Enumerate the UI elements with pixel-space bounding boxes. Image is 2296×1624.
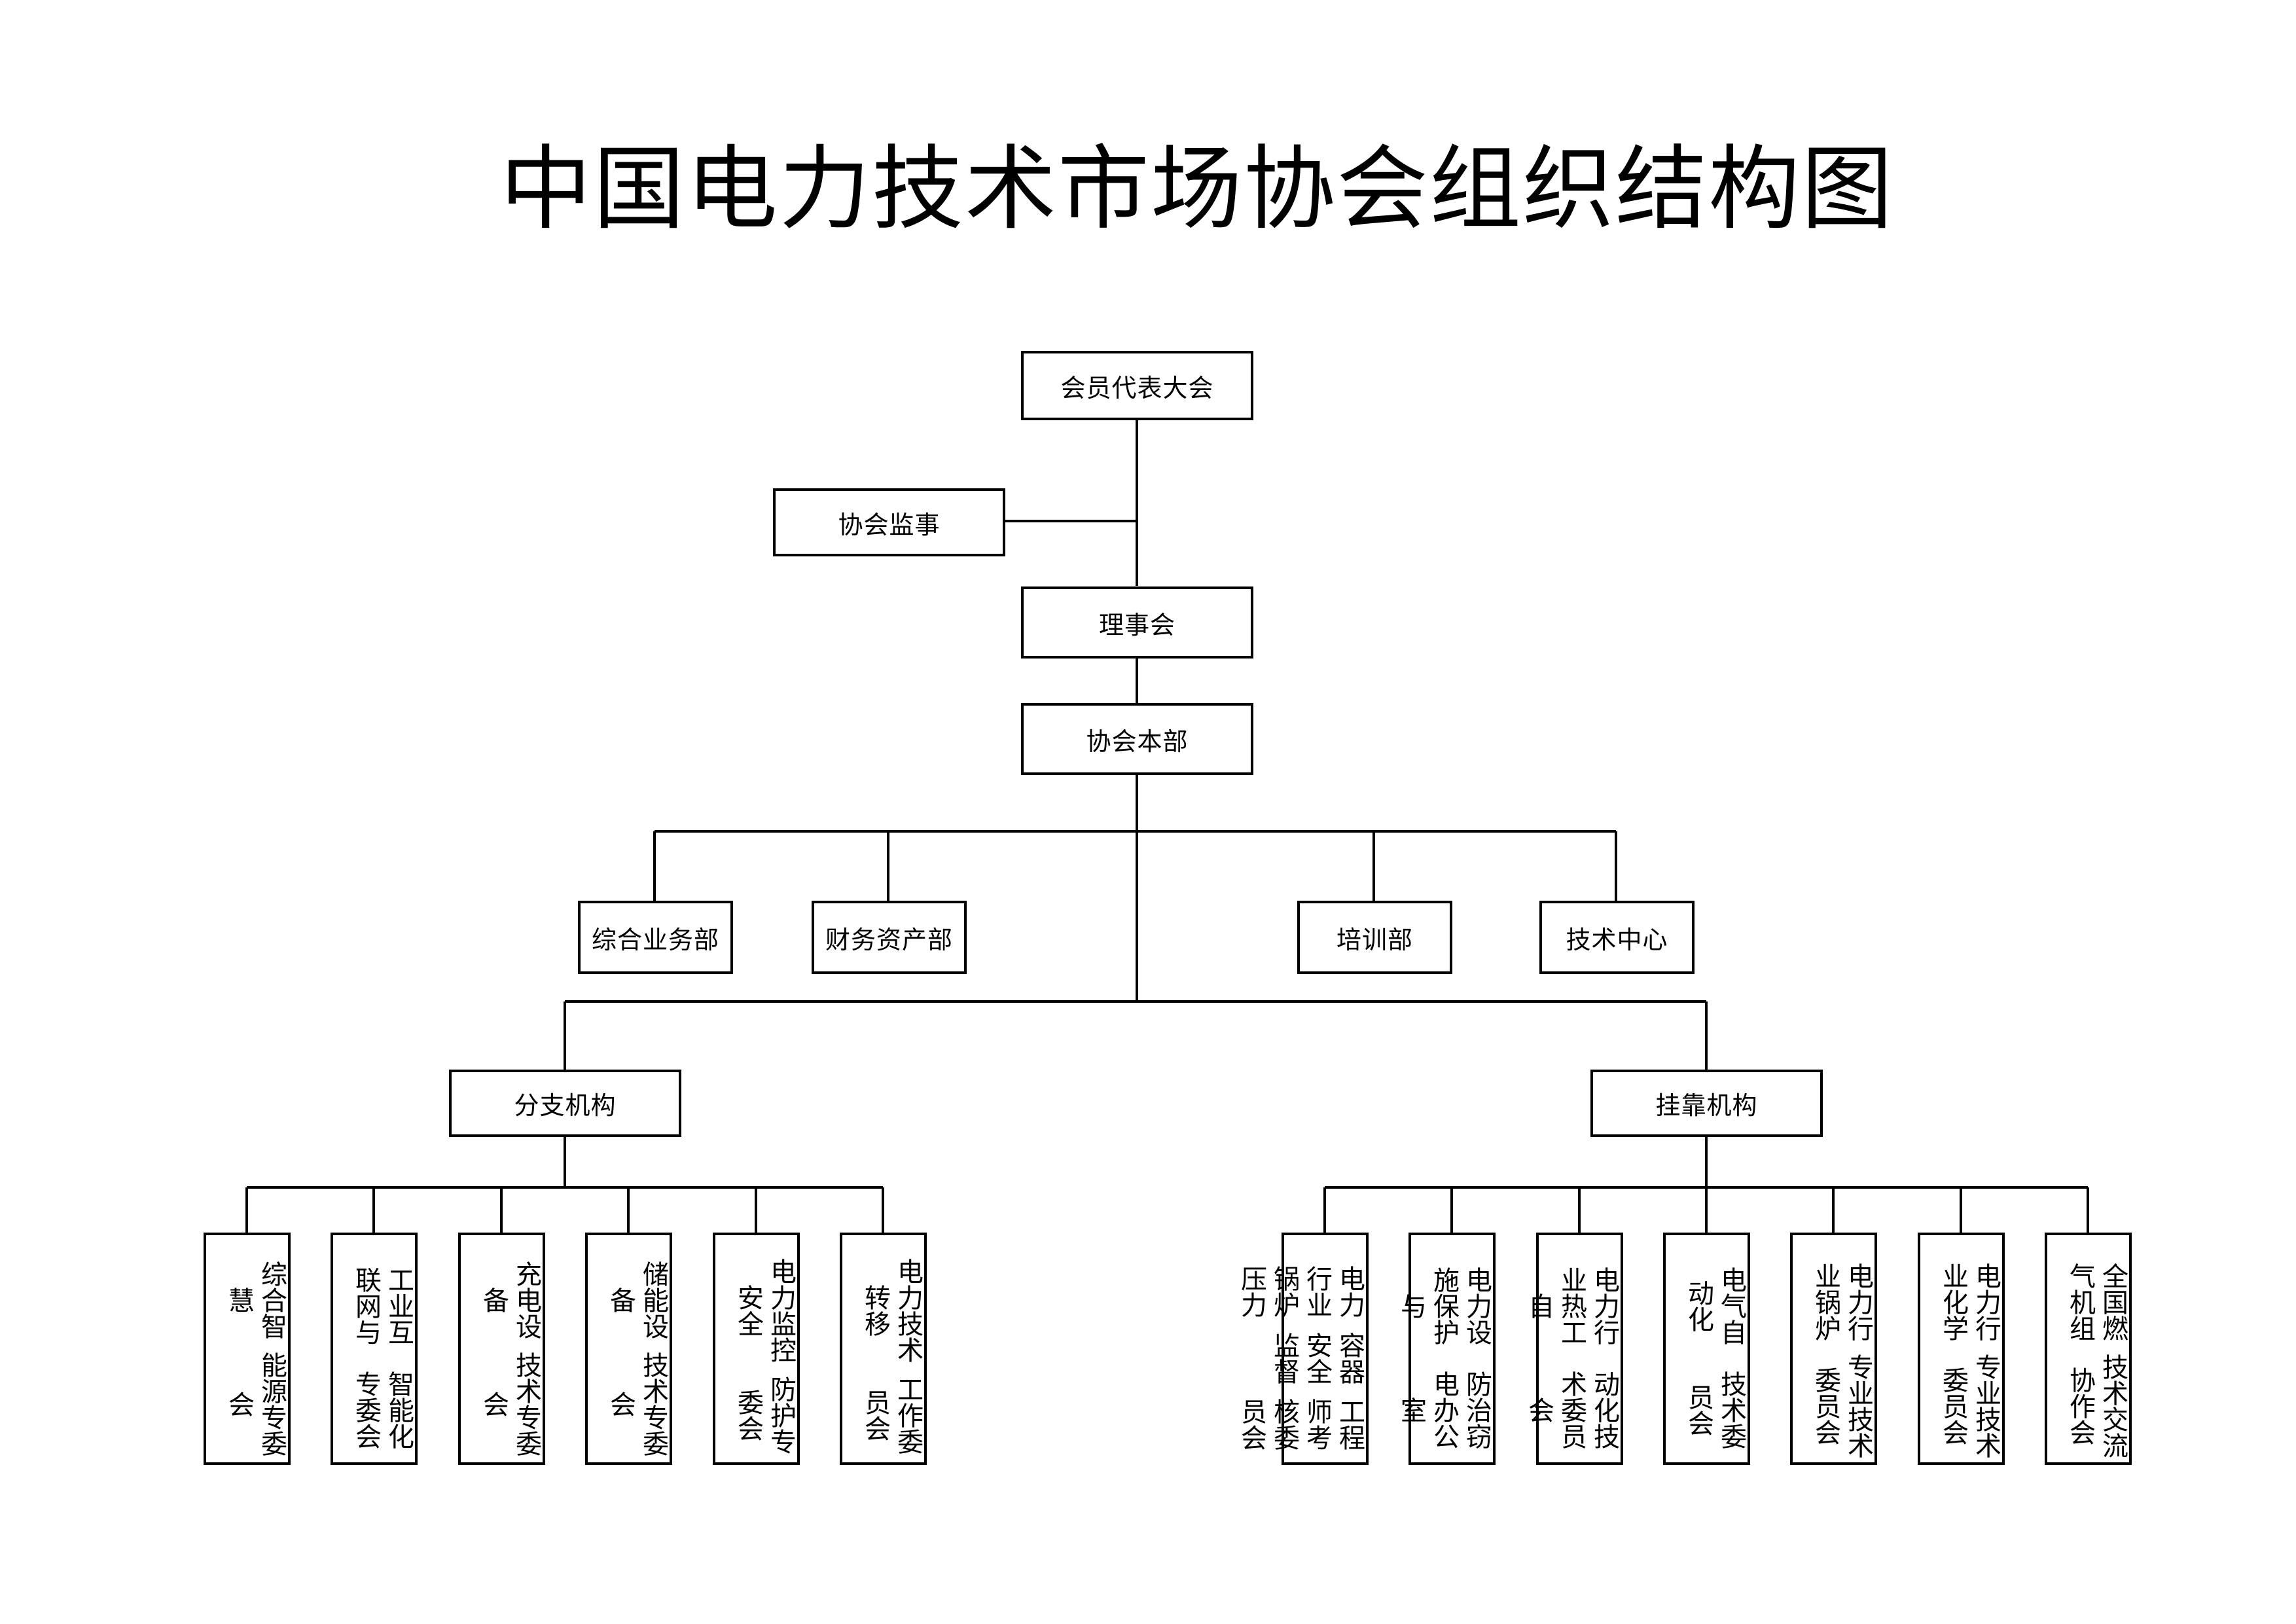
affiliate-committee-line: 专业技术委员会 bbox=[1938, 1354, 2001, 1459]
affiliate-committee-line: 技术交流协作会 bbox=[2065, 1354, 2128, 1459]
affiliate-committee-line: 工程师考核委员会 bbox=[1236, 1398, 1365, 1451]
branch-committee-line: 电力监控安全 bbox=[733, 1258, 796, 1363]
affiliate-committee-box: 电力行业锅炉 专业技术委员会 bbox=[1790, 1233, 1877, 1465]
affiliate-committee-box: 电力行业热工自 动化技术委员会 bbox=[1524, 1233, 1623, 1465]
affiliate-committee-line: 电力设施保护与 bbox=[1396, 1266, 1492, 1345]
branch-committee-box: 电力监控安全 防护专委会 bbox=[713, 1233, 800, 1465]
affiliate-committee-line: 防治窃电办公室 bbox=[1396, 1371, 1492, 1450]
affiliate-committee-box: 电气自动化 技术委员会 bbox=[1663, 1233, 1750, 1465]
branch-committee-line: 储能设备 bbox=[605, 1260, 668, 1339]
branches-box: 分支机构 bbox=[449, 1070, 681, 1137]
page-title: 中国电力技术市场协会组织结构图 bbox=[499, 136, 1894, 243]
affiliate-committee-line: 电力行业锅炉 bbox=[1810, 1262, 1873, 1341]
branch-committee-line: 电力技术转移 bbox=[860, 1258, 923, 1363]
affiliate-committee-box: 电力行业化学 专业技术委员会 bbox=[1918, 1233, 2005, 1465]
headquarters-box: 协会本部 bbox=[1021, 703, 1253, 775]
affiliate-committee-box: 电力设施保护与 防治窃电办公室 bbox=[1396, 1233, 1496, 1465]
affiliate-committee-box: 电力行业锅炉压力 容器安全监督 工程师考核委员会 bbox=[1236, 1233, 1369, 1465]
branch-committee-line: 充电设备 bbox=[478, 1260, 541, 1339]
branch-committee-line: 技术专委会 bbox=[605, 1352, 668, 1457]
branch-committee-line: 工作委员会 bbox=[860, 1375, 923, 1454]
affiliate-committee-line: 容器安全监督 bbox=[1269, 1331, 1365, 1384]
branch-committee-line: 防护专委会 bbox=[733, 1375, 796, 1454]
affiliate-committee-line: 电力行业锅炉压力 bbox=[1236, 1265, 1365, 1318]
affiliate-committee-line: 电力行业化学 bbox=[1938, 1262, 2001, 1341]
branch-committee-line: 综合智慧 bbox=[224, 1260, 287, 1339]
affiliate-committee-box: 全国燃气机组 技术交流协作会 bbox=[2045, 1233, 2132, 1465]
affiliate-committee-line: 电力行业热工自 bbox=[1524, 1266, 1619, 1345]
branch-committee-box: 电力技术转移 工作委员会 bbox=[840, 1233, 927, 1465]
council-box: 理事会 bbox=[1021, 586, 1253, 659]
branch-committee-box: 综合智慧 能源专委会 bbox=[204, 1233, 291, 1465]
general-assembly-box: 会员代表大会 bbox=[1021, 351, 1253, 420]
branch-committee-line: 技术专委会 bbox=[478, 1352, 541, 1457]
branch-committee-line: 智能化专委会 bbox=[351, 1371, 414, 1450]
affiliates-box: 挂靠机构 bbox=[1590, 1070, 1823, 1137]
branch-committee-box: 工业互联网与 智能化专委会 bbox=[331, 1233, 418, 1465]
branch-committee-box: 储能设备 技术专委会 bbox=[585, 1233, 672, 1465]
branch-committee-line: 能源专委会 bbox=[224, 1352, 287, 1457]
department-box: 综合业务部 bbox=[578, 901, 733, 974]
branch-committee-box: 充电设备 技术专委会 bbox=[458, 1233, 545, 1465]
affiliate-committee-line: 全国燃气机组 bbox=[2065, 1262, 2128, 1341]
affiliate-committee-line: 电气自动化 bbox=[1683, 1266, 1746, 1345]
affiliate-committee-line: 技术委员会 bbox=[1683, 1371, 1746, 1450]
affiliate-committee-line: 专业技术委员会 bbox=[1810, 1354, 1873, 1459]
supervisor-box: 协会监事 bbox=[773, 488, 1005, 556]
department-box: 培训部 bbox=[1297, 901, 1452, 974]
department-box: 技术中心 bbox=[1539, 901, 1695, 974]
branch-committee-line: 工业互联网与 bbox=[351, 1266, 414, 1345]
department-box: 财务资产部 bbox=[812, 901, 967, 974]
affiliate-committee-line: 动化技术委员会 bbox=[1524, 1371, 1619, 1450]
